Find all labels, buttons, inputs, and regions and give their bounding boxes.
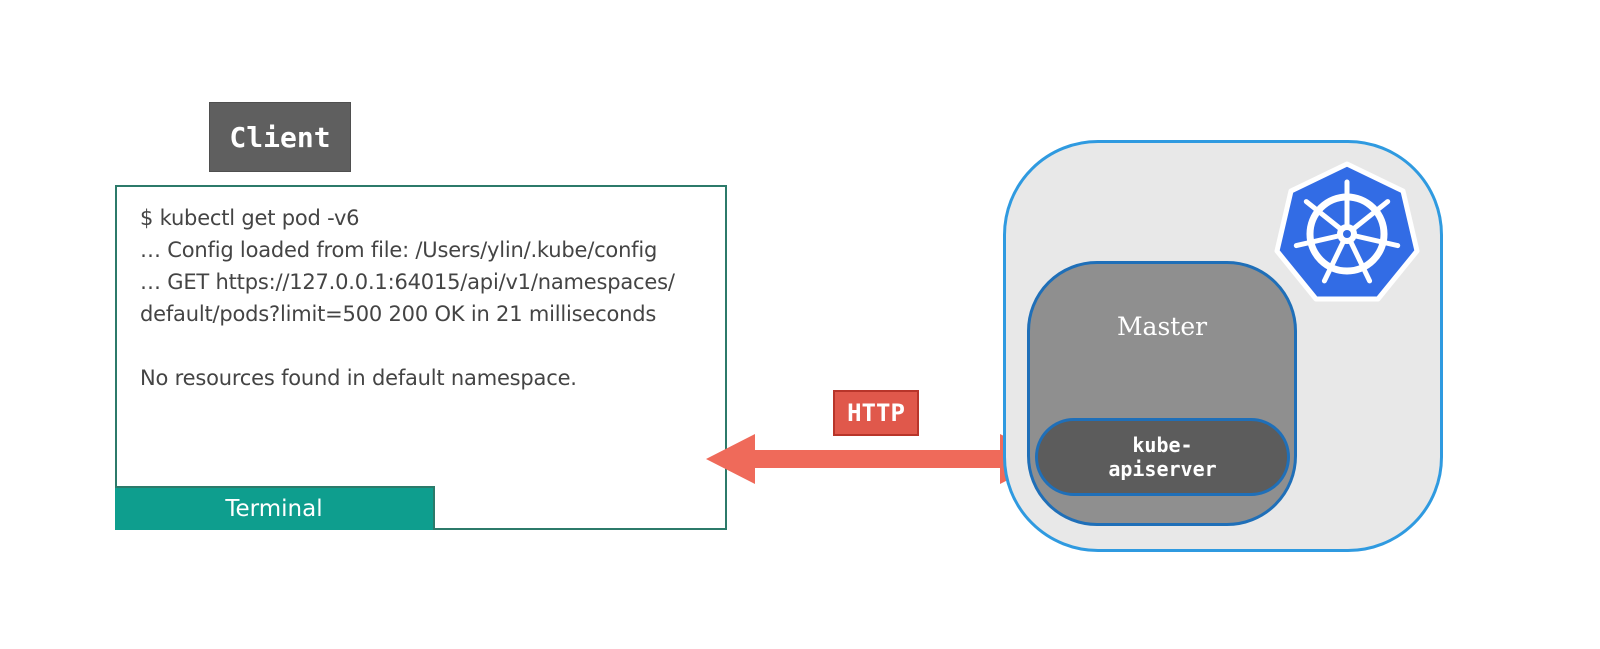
arrow-shape bbox=[706, 434, 1049, 484]
http-label: HTTP bbox=[833, 390, 919, 436]
master-label: Master bbox=[1116, 312, 1208, 341]
kube-apiserver: kube- apiserver bbox=[1035, 418, 1290, 496]
terminal-line-get: … GET https://127.0.0.1:64015/api/v1/nam… bbox=[140, 270, 675, 294]
terminal-line-command: $ kubectl get pod -v6 bbox=[140, 206, 360, 230]
terminal-tab: Terminal bbox=[115, 486, 435, 530]
apiserver-label-line2: apiserver bbox=[1108, 457, 1217, 481]
terminal-line-result: No resources found in default namespace. bbox=[140, 366, 577, 390]
apiserver-label-line1: kube- bbox=[1132, 433, 1193, 457]
terminal-line-config: … Config loaded from file: /Users/ylin/.… bbox=[140, 238, 658, 262]
kubernetes-helm-icon bbox=[1274, 161, 1420, 302]
terminal-line-get-cont: default/pods?limit=500 200 OK in 21 mill… bbox=[140, 302, 657, 326]
client-label: Client bbox=[210, 103, 350, 171]
terminal-window bbox=[115, 185, 727, 530]
terminal-output: $ kubectl get pod -v6 … Config loaded fr… bbox=[140, 202, 710, 394]
